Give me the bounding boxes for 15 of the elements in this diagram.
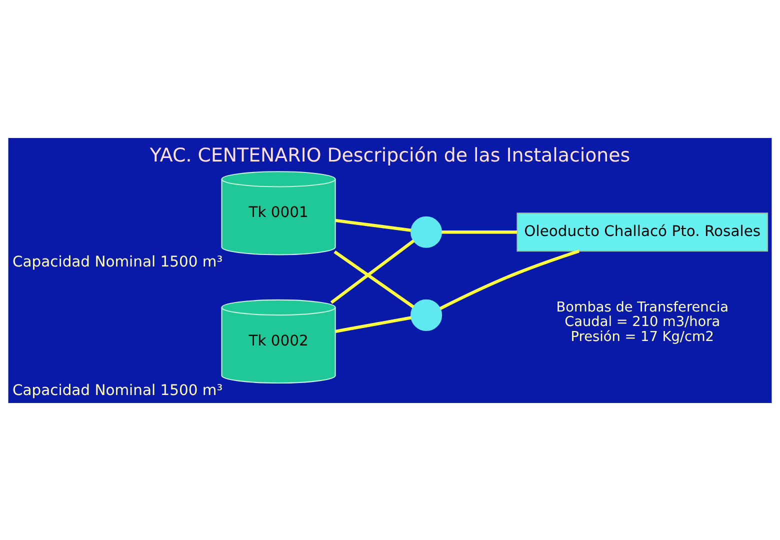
connector bbox=[335, 316, 412, 332]
label: Presión = 17 Kg/cm2 bbox=[570, 328, 714, 344]
diagram-title: YAC. CENTENARIO Descripción de las Instalaciones bbox=[150, 144, 630, 166]
label: Bombas de Transferencia bbox=[556, 298, 729, 315]
node-circle bbox=[410, 298, 442, 330]
connector bbox=[334, 250, 414, 308]
node-circle bbox=[410, 216, 442, 248]
node-box: Oleoducto Challacó Pto. Rosales bbox=[516, 212, 768, 252]
connector bbox=[330, 239, 415, 304]
connector bbox=[440, 249, 580, 310]
connector bbox=[335, 218, 412, 232]
node-label: Capacidad Nominal 1500 m³ bbox=[12, 381, 223, 398]
node-label: Capacidad Nominal 1500 m³ bbox=[12, 253, 223, 270]
label: Caudal = 210 m3/hora bbox=[564, 314, 720, 330]
connector bbox=[442, 230, 518, 234]
